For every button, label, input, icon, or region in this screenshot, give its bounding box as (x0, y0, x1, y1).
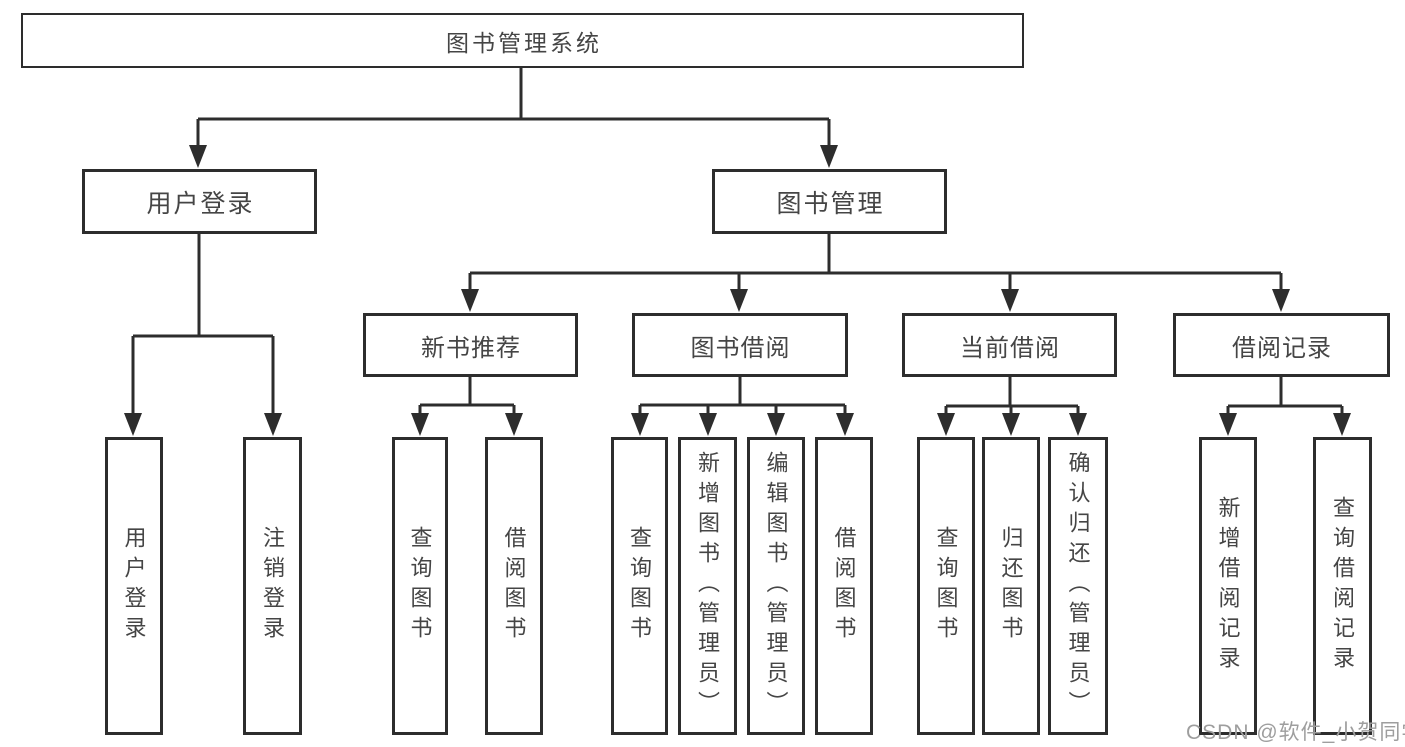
leaf-user-login: 用户登录 (105, 437, 163, 735)
arrow-down-icon (730, 289, 748, 312)
leaf-bb-add-book-admin-label: 新增图书（管理员） (695, 451, 721, 721)
arrow-down-icon (1219, 413, 1237, 436)
node-borrowing-records: 借阅记录 (1173, 313, 1390, 377)
arrow-down-icon (631, 413, 649, 436)
arrow-down-icon (820, 145, 838, 168)
arrow-down-icon (124, 413, 142, 436)
node-book-borrowing-label: 图书借阅 (690, 334, 791, 362)
arrow-down-icon (411, 413, 429, 436)
leaf-nb-borrow-books: 借阅图书 (485, 437, 543, 735)
arrow-down-icon (264, 413, 282, 436)
node-new-book-recommendation: 新书推荐 (363, 313, 578, 377)
arrow-down-icon (937, 413, 955, 436)
leaf-bb-add-book-admin: 新增图书（管理员） (678, 437, 737, 735)
leaf-cb-confirm-return-admin-label: 确认归还（管理员） (1065, 451, 1091, 721)
arrow-down-icon (836, 413, 854, 436)
leaf-user-login-label: 用户登录 (121, 526, 147, 646)
watermark: CSDN @软件_小贺同学 (1186, 721, 1405, 744)
leaf-nb-query-books: 查询图书 (392, 437, 448, 735)
node-root: 图书管理系统 (21, 13, 1024, 68)
arrow-down-icon (1272, 289, 1290, 312)
arrow-down-icon (1333, 413, 1351, 436)
leaf-cb-query-books-label: 查询图书 (933, 526, 959, 646)
node-book-borrowing: 图书借阅 (632, 313, 848, 377)
arrow-down-icon (505, 413, 523, 436)
leaf-br-query-borrow-record: 查询借阅记录 (1313, 437, 1372, 735)
arrow-down-icon (699, 413, 717, 436)
leaf-logout-label: 注销登录 (260, 526, 286, 646)
leaf-nb-borrow-books-label: 借阅图书 (501, 526, 527, 646)
leaf-br-query-borrow-record-label: 查询借阅记录 (1330, 496, 1356, 676)
leaf-cb-confirm-return-admin: 确认归还（管理员） (1048, 437, 1108, 735)
leaf-nb-query-books-label: 查询图书 (407, 526, 433, 646)
node-book-management: 图书管理 (712, 169, 947, 234)
arrow-down-icon (767, 413, 785, 436)
node-current-borrowing: 当前借阅 (902, 313, 1117, 377)
leaf-logout: 注销登录 (243, 437, 302, 735)
arrow-down-icon (461, 289, 479, 312)
node-user-login: 用户登录 (82, 169, 317, 234)
leaf-br-add-borrow-record-label: 新增借阅记录 (1215, 496, 1241, 676)
leaf-bb-query-books-label: 查询图书 (627, 526, 653, 646)
leaf-br-add-borrow-record: 新增借阅记录 (1199, 437, 1257, 735)
node-current-borrowing-label: 当前借阅 (960, 334, 1060, 362)
arrow-down-icon (189, 145, 207, 168)
node-new-book-recommendation-label: 新书推荐 (421, 334, 521, 362)
arrow-down-icon (1069, 413, 1087, 436)
leaf-cb-query-books: 查询图书 (917, 437, 975, 735)
leaf-bb-borrow-books-label: 借阅图书 (831, 526, 857, 646)
arrow-down-icon (1002, 413, 1020, 436)
leaf-bb-query-books: 查询图书 (611, 437, 668, 735)
leaf-cb-return-books: 归还图书 (982, 437, 1040, 735)
arrow-down-icon (1001, 289, 1019, 312)
node-borrowing-records-label: 借阅记录 (1232, 334, 1332, 362)
leaf-bb-edit-book-admin-label: 编辑图书（管理员） (763, 451, 789, 721)
node-root-label: 图书管理系统 (446, 29, 602, 56)
leaf-bb-edit-book-admin: 编辑图书（管理员） (747, 437, 805, 735)
leaf-bb-borrow-books: 借阅图书 (815, 437, 873, 735)
node-user-login-label: 用户登录 (146, 189, 255, 218)
leaf-cb-return-books-label: 归还图书 (998, 526, 1024, 646)
node-book-management-label: 图书管理 (776, 189, 885, 218)
